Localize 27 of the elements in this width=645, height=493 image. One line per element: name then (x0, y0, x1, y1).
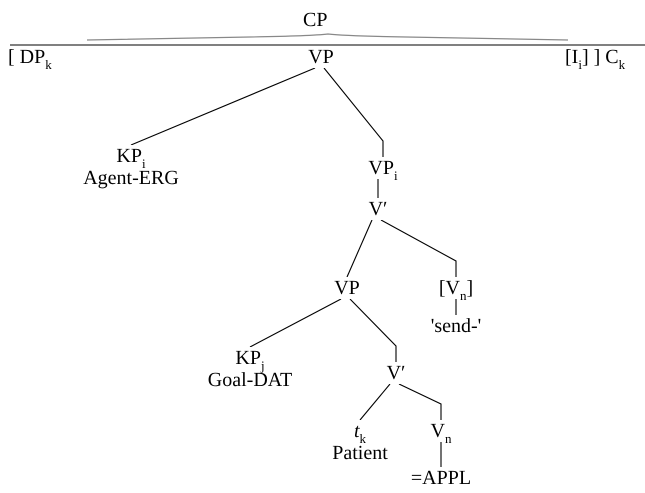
tree-branch (130, 68, 316, 146)
node-label: KP$_{i}$ (116, 145, 146, 167)
tree-branch (250, 298, 342, 348)
node-label: V$_{n}$ (430, 420, 452, 442)
tree-branch (324, 68, 384, 157)
tree-branch (455, 299, 457, 315)
tree-branch (398, 384, 442, 420)
tree-branch (380, 220, 457, 277)
node-label: V′ (368, 198, 388, 220)
node-label: V′ (386, 362, 406, 384)
node-label: VP$_{i}$ (368, 157, 398, 179)
node-label: VP (308, 46, 334, 68)
bracket-label: [ DP$_{k}$ (8, 46, 52, 68)
tree-branch (377, 179, 379, 198)
node-label: [V$_{n}$] (438, 277, 474, 299)
tree-branch (350, 298, 397, 362)
tree-branch (346, 220, 372, 278)
tree-branch (360, 384, 390, 420)
node-label: VP (334, 277, 360, 299)
bracket-label: [I$_{i}$] ] C$_{k}$ (565, 46, 626, 68)
gloss-label: Patient (332, 442, 388, 464)
node-label: t$_{k}$ (354, 420, 366, 442)
tree-branch (440, 442, 442, 467)
gloss-label: Agent-ERG (83, 167, 179, 189)
node-label: 'send-' (430, 315, 482, 337)
node-label: =APPL (410, 467, 472, 489)
category-label: CP (303, 9, 328, 31)
